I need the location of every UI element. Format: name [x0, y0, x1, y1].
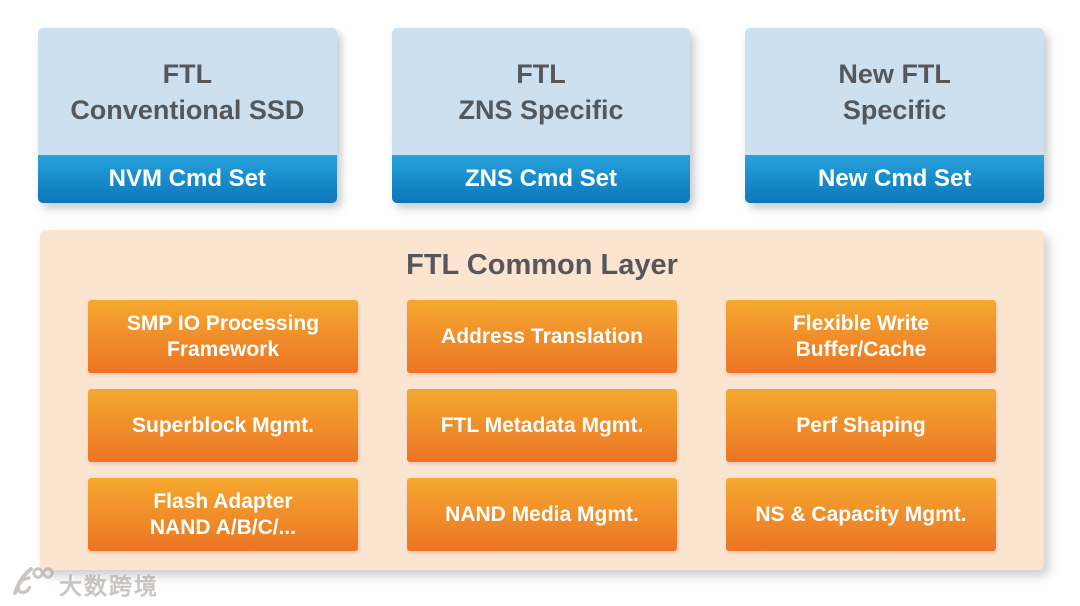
watermark-text: 大数跨境	[59, 572, 159, 599]
box-title: New FTL Specific	[838, 58, 951, 125]
cell-perf-shaping: Perf Shaping	[726, 389, 996, 462]
cell-smp-io-processing-framework: SMP IO Processing Framework	[88, 300, 358, 373]
cell-flash-adapter-nand: Flash Adapter NAND A/B/C/...	[88, 478, 358, 551]
cell-nand-media-mgmt: NAND Media Mgmt.	[407, 478, 677, 551]
ftl-common-layer-container: FTL Common Layer SMP IO Processing Frame…	[40, 230, 1044, 570]
box-ftl-zns-specific: FTL ZNS Specific ZNS Cmd Set	[391, 28, 691, 203]
box-title: FTL ZNS Specific	[458, 58, 624, 125]
cmd-set-strip: ZNS Cmd Set	[391, 155, 691, 203]
cmd-set-strip: New Cmd Set	[745, 155, 1045, 203]
cell-superblock-mgmt: Superblock Mgmt.	[88, 389, 358, 462]
host-interface-row: FTL Conventional SSD NVM Cmd Set FTL ZNS…	[38, 28, 1045, 203]
cell-ftl-metadata-mgmt: FTL Metadata Mgmt.	[407, 389, 677, 462]
common-layer-grid: SMP IO Processing Framework Address Tran…	[88, 300, 996, 551]
watermark-logo-icon	[8, 565, 54, 602]
box-ftl-conventional-ssd: FTL Conventional SSD NVM Cmd Set	[38, 28, 337, 203]
common-layer-title: FTL Common Layer	[406, 248, 678, 281]
cell-ns-capacity-mgmt: NS & Capacity Mgmt.	[726, 478, 996, 551]
cell-flexible-write-buffer-cache: Flexible Write Buffer/Cache	[726, 300, 996, 373]
box-title: FTL Conventional SSD	[70, 58, 305, 125]
box-new-ftl-specific: New FTL Specific New Cmd Set	[745, 28, 1045, 203]
cmd-set-strip: NVM Cmd Set	[38, 155, 337, 203]
cell-address-translation: Address Translation	[407, 300, 677, 373]
watermark: 大数跨境	[8, 565, 159, 602]
